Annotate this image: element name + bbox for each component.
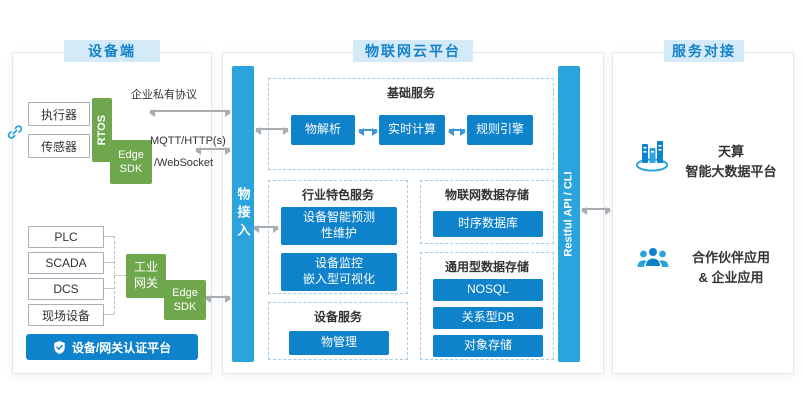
realtime-computing-box: 实时计算 (379, 115, 445, 145)
general-storage-title: 通用型数据存储 (444, 260, 529, 274)
predictive-maintenance-box: 设备智能预测 性维护 (281, 207, 397, 245)
sensor-box: 传感器 (28, 134, 90, 158)
field-device-box: 现场设备 (28, 304, 104, 326)
rule-engine-box: 规则引擎 (467, 115, 533, 145)
cloud-to-service-arrow (581, 207, 611, 215)
basic-services-title: 基础服务 (386, 86, 435, 100)
industry-services-group: 行业特色服务 设备智能预测 性维护 设备监控 嵌入型可视化 (268, 180, 408, 294)
cloud-panel-title: 物联网云平台 (353, 40, 473, 62)
auth-platform-label: 设备/网关认证平台 (71, 340, 172, 355)
gateway-connector-line (114, 275, 126, 276)
link-icon (6, 123, 24, 141)
actuator-box: 执行器 (28, 102, 90, 126)
basic-services-group: 基础服务 物解析 实时计算 规则引擎 (268, 78, 554, 170)
private-protocol-label: 企业私有协议 (131, 89, 197, 101)
scada-connector-line (104, 262, 114, 263)
device-services-group: 设备服务 物管理 (268, 302, 408, 360)
thing-access-label: 物接入 (235, 187, 251, 241)
restful-api-label: Restful API / CLI (563, 171, 575, 257)
service-panel (612, 52, 794, 374)
device-to-cloud-arrow-top (149, 109, 231, 117)
edge-sdk-box-bottom: Edge SDK (164, 280, 206, 320)
bigdata-platform-label: 天算 智能大数据平台 (685, 144, 777, 179)
auth-platform-bar: 设备/网关认证平台 (26, 334, 198, 360)
dcs-box: DCS (28, 278, 104, 300)
iot-storage-title: 物联网数据存储 (444, 188, 529, 202)
nosql-box: NOSQL (433, 279, 543, 301)
industrial-gateway-box: 工业 网关 (126, 254, 166, 298)
thing-parsing-box: 物解析 (291, 115, 355, 145)
object-storage-box: 对象存储 (433, 335, 543, 357)
access-to-industry-arrow (253, 225, 279, 233)
rtos-box: RTOS (92, 98, 112, 162)
gateway-to-cloud-arrow (205, 295, 231, 303)
service-panel-title: 服务对接 (664, 40, 744, 62)
plc-connector-line (104, 236, 114, 237)
rtos-label: RTOS (95, 114, 108, 146)
relational-db-box: 关系型DB (433, 307, 543, 329)
shield-check-icon (53, 340, 66, 355)
iot-storage-group: 物联网数据存储 时序数据库 (420, 180, 554, 244)
computing-rule-arrow (448, 128, 466, 136)
access-to-basic-arrow (255, 127, 289, 135)
edge-sdk-to-cloud-arrow (195, 147, 231, 155)
partner-apps-label: 合作伙伴应用 & 企业应用 (691, 250, 770, 285)
thing-management-box: 物管理 (289, 331, 389, 355)
general-storage-group: 通用型数据存储 NOSQL 关系型DB 对象存储 (420, 252, 554, 360)
dcs-connector-line (104, 288, 114, 289)
field-device-connector-line (104, 314, 114, 315)
device-services-title: 设备服务 (313, 310, 362, 324)
bigdata-platform-icon (634, 138, 670, 172)
scada-box: SCADA (28, 252, 104, 274)
parsing-computing-arrow (358, 128, 378, 136)
edge-sdk-box-top: Edge SDK (110, 140, 152, 184)
plc-box: PLC (28, 226, 104, 248)
websocket-label: /WebSocket (154, 157, 214, 169)
industry-services-title: 行业特色服务 (301, 188, 374, 202)
thing-access-bar: 物接入 (232, 66, 254, 362)
device-panel-title: 设备端 (64, 40, 160, 62)
restful-api-bar: Restful API / CLI (558, 66, 580, 362)
partner-apps-icon (634, 244, 672, 276)
mqtt-label: MQTT/HTTP(s) (150, 135, 226, 147)
device-monitoring-box: 设备监控 嵌入型可视化 (281, 253, 397, 291)
timeseries-db-box: 时序数据库 (433, 211, 543, 237)
